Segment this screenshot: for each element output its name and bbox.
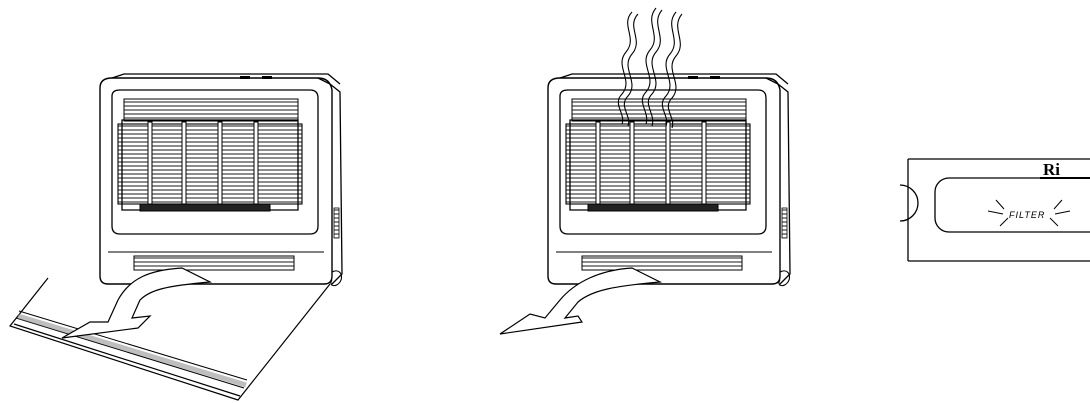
heater-face (559, 89, 767, 235)
heater-side (765, 77, 791, 285)
top-control (240, 76, 250, 79)
guard-frame (121, 119, 299, 211)
burner-strip (139, 203, 271, 212)
top-control (262, 76, 272, 79)
grill-bar (595, 121, 601, 209)
grill-bar (217, 121, 223, 209)
heat-wave-icon (617, 7, 683, 129)
floor-mat (8, 277, 331, 401)
top-louver (571, 98, 747, 122)
brand-logo-text: Ri (1043, 160, 1060, 179)
heater-side (317, 77, 343, 285)
burner-strip (587, 203, 719, 212)
bottom-vent (581, 255, 743, 271)
grill-bar (665, 121, 671, 209)
heater-icon (99, 73, 343, 287)
grill-bar (147, 121, 153, 209)
grill-bar (253, 121, 259, 209)
top-control (710, 76, 720, 79)
side-vent (781, 207, 788, 239)
top-control (688, 76, 698, 79)
top-louver (123, 98, 299, 122)
warm-air-arrow-icon (499, 267, 663, 335)
side-vent (333, 207, 340, 239)
heater-face (111, 89, 319, 235)
filter-indicator-label: FILTER (1009, 210, 1045, 220)
grill-bar (701, 121, 707, 209)
grill-bar (181, 121, 187, 209)
main-grill (565, 123, 751, 205)
heater-top (559, 73, 789, 85)
power-cord (330, 270, 343, 287)
bottom-vent (133, 255, 295, 271)
heater-top (111, 73, 341, 85)
heater-icon (547, 73, 791, 287)
display-panel (899, 158, 1090, 262)
warm-air-arrow-icon (61, 267, 213, 339)
main-grill (117, 123, 303, 205)
filter-indicator-icon (987, 199, 1071, 227)
grill-bar (629, 121, 635, 209)
guard-frame (569, 119, 747, 211)
power-cord (778, 270, 791, 287)
